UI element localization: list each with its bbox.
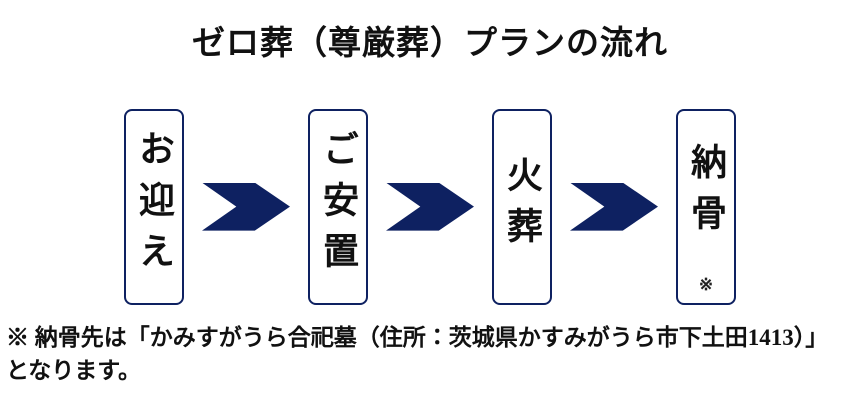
arrow-right-icon (202, 182, 290, 231)
page-title: ゼロ葬（尊厳葬）プランの流れ (192, 26, 668, 62)
reference-mark: ※ (698, 274, 714, 294)
footnote-line-1: ※ 納骨先は「かみすがうら合祀墓（住所：茨城県かすみがうら市下土田1413）」 (6, 324, 829, 350)
flow-step-cremation-label: 火葬 (502, 155, 542, 258)
flow-step-repose: ご安置 (308, 108, 368, 305)
flow-step-interment: 納骨 ※ (676, 108, 736, 305)
arrow-right-icon (386, 182, 474, 231)
flow-step-pickup-label: お迎え (134, 130, 174, 284)
flow-step-interment-label: 納骨 (686, 142, 726, 245)
flow-step-cremation: 火葬 (492, 108, 552, 305)
footnote: ※ 納骨先は「かみすがうら合祀墓（住所：茨城県かすみがうら市下土田1413）」 … (0, 321, 860, 387)
arrow-right-icon (570, 182, 658, 231)
footnote-line-2: となります。 (6, 357, 142, 383)
flow-diagram: お迎え ご安置 火葬 納骨 ※ (0, 108, 860, 305)
flow-step-repose-label: ご安置 (318, 130, 358, 284)
flow-step-pickup: お迎え (124, 108, 184, 305)
